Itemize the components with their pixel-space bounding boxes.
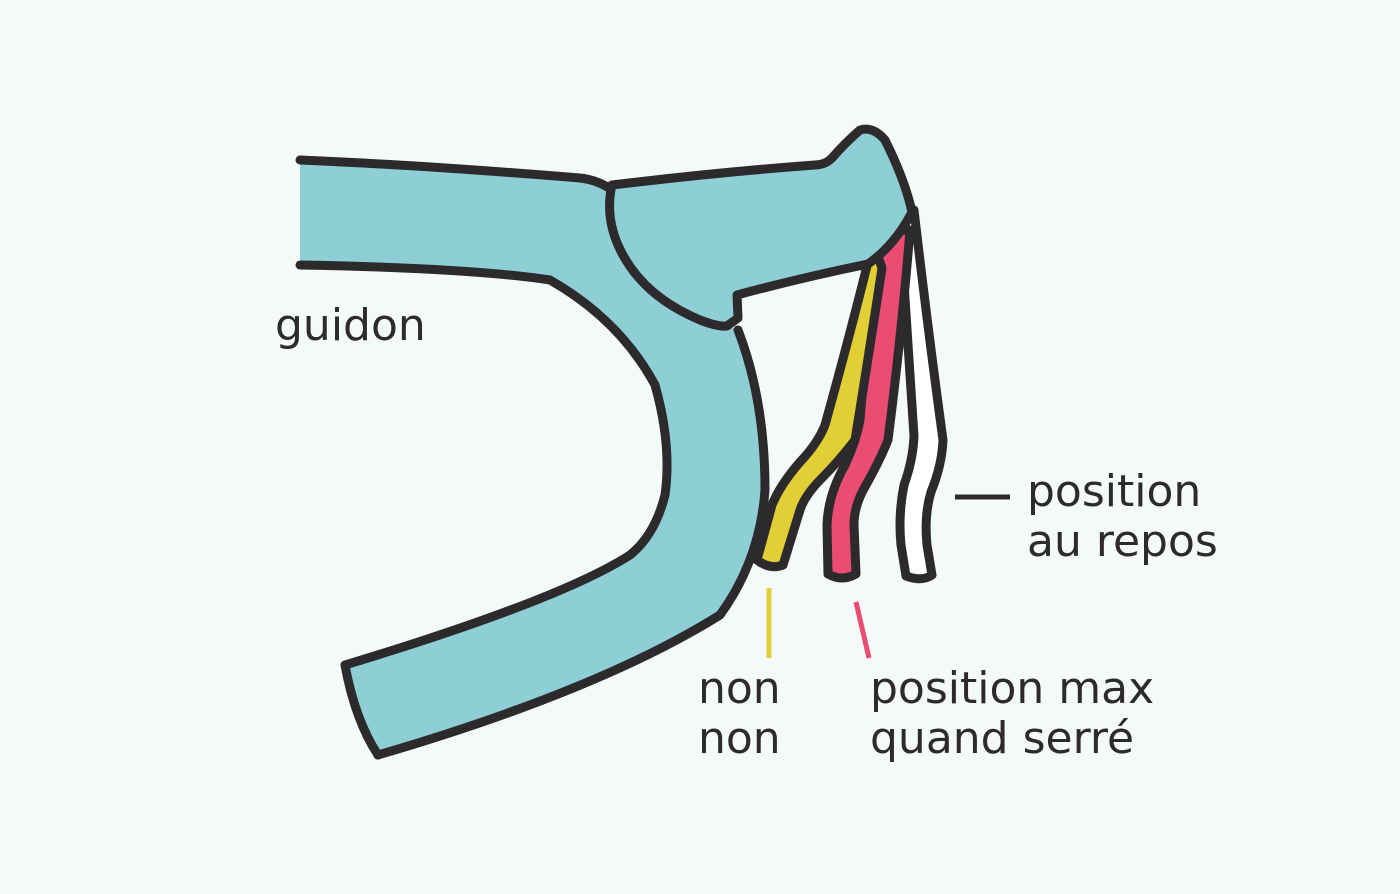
label-max-position-line2: quand serré xyxy=(870,713,1134,764)
label-handlebar: guidon xyxy=(275,300,426,351)
handlebar-outer-outline xyxy=(373,325,770,760)
handlebar-bottom-outline xyxy=(295,260,672,670)
lever-rest-position xyxy=(895,205,948,584)
handlebar-fill xyxy=(300,160,765,755)
handlebar-top-outline xyxy=(295,155,617,195)
handlebar-end-outline xyxy=(340,660,383,760)
label-wrong-position-line1: non xyxy=(698,663,781,714)
label-rest-position-line1: position xyxy=(1027,466,1201,517)
lever-wrong-position xyxy=(752,237,887,572)
label-rest-position-line2: au repos xyxy=(1027,516,1218,567)
label-max-position-line1: position max xyxy=(870,663,1154,714)
pointer-max xyxy=(853,601,872,659)
label-wrong-position-line2: non xyxy=(698,713,781,764)
lever-body xyxy=(605,124,917,331)
